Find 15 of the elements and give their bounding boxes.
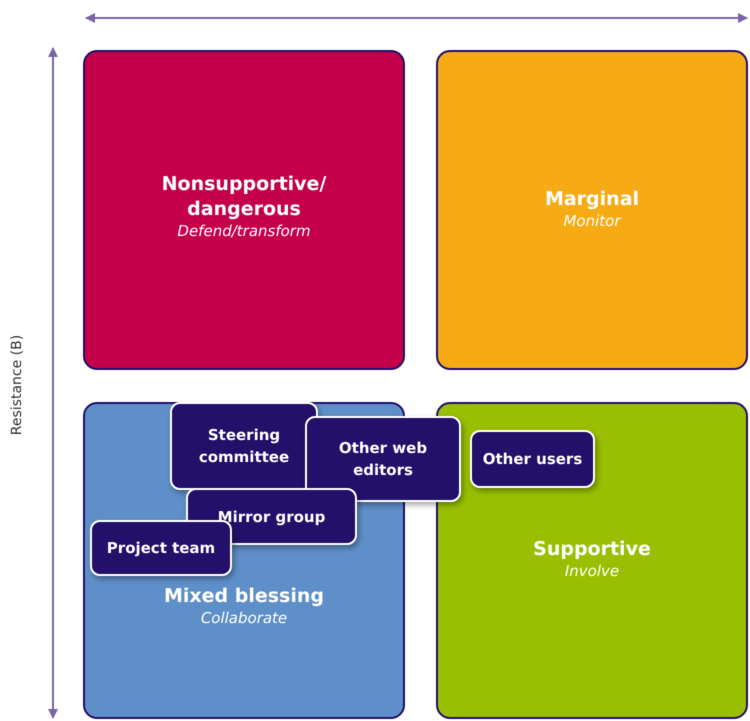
quadrant-panel [83,50,405,370]
stakeholder-tag: Other web editors [305,416,461,502]
quadrant-title: Supportive [533,537,651,562]
quadrant-title: Nonsupportive/ dangerous [160,172,328,222]
stakeholder-tag: Other users [470,430,595,488]
quadrant-strategy: Monitor [563,212,621,230]
stakeholder-tag: Steering committee [170,402,318,490]
quadrant-strategy: Involve [564,562,620,580]
quadrant-panel [436,50,748,370]
quadrant-title: Mixed blessing [164,584,324,609]
quadrant-title: Marginal [544,187,640,212]
quadrant-strategy: Defend/transform [177,222,311,240]
axis-label: Resistance (B) [9,334,25,436]
quadrant-strategy: Collaborate [200,609,288,627]
quadrant-panel [436,402,748,719]
